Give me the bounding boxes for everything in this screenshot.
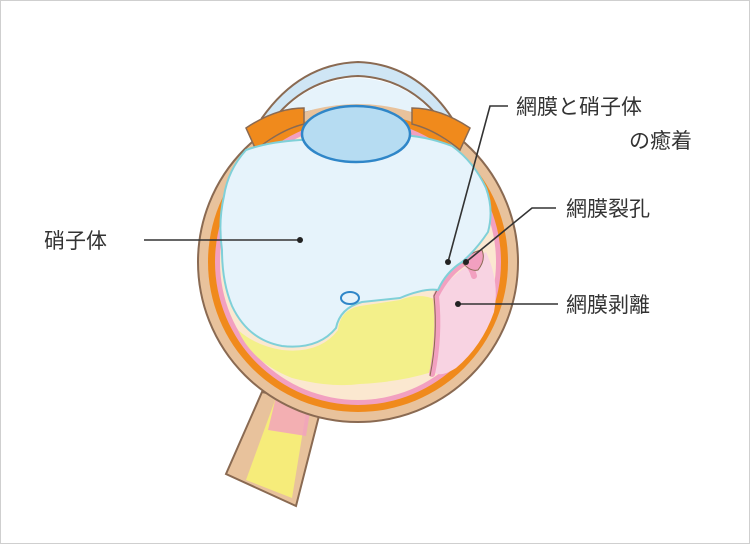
lens bbox=[302, 106, 410, 162]
leader-retinal-detachment-dot bbox=[455, 301, 461, 307]
label-retinal-detachment: 網膜剥離 bbox=[566, 293, 650, 317]
label-retinal-tear: 網膜裂孔 bbox=[566, 197, 650, 221]
label-vitreous: 硝子体 bbox=[44, 229, 107, 253]
vitreous-bubble bbox=[341, 292, 359, 304]
label-adhesion-line1: 網膜と硝子体 bbox=[516, 95, 642, 119]
label-adhesion-line2: の癒着 bbox=[629, 129, 692, 153]
leader-vitreous-dot bbox=[297, 237, 303, 243]
leader-retinal-tear-dot bbox=[463, 259, 469, 265]
leader-adhesion-dot bbox=[445, 259, 451, 265]
